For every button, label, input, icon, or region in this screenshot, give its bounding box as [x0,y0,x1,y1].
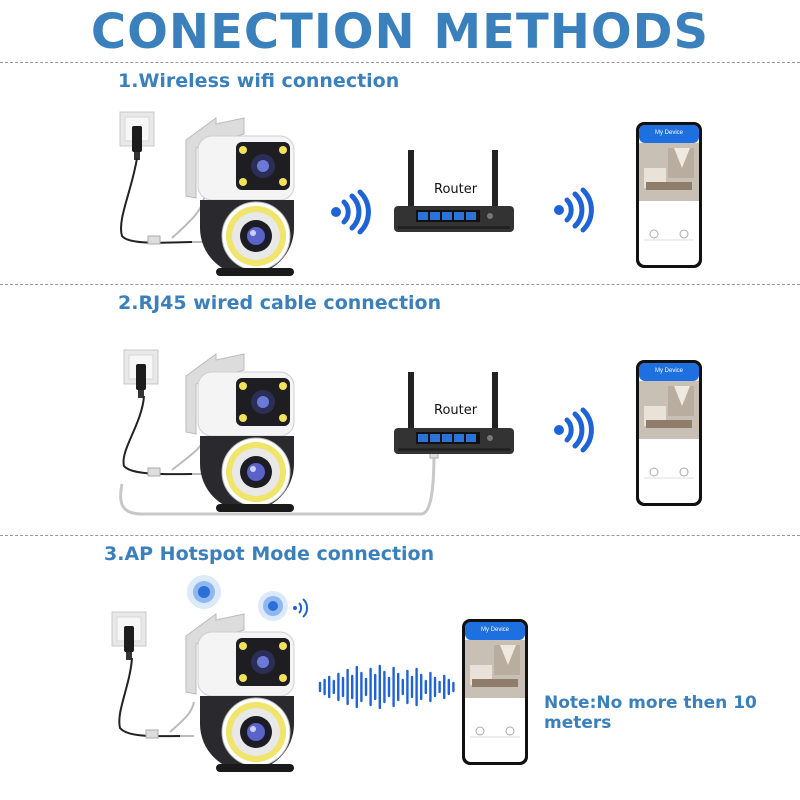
router-label: Router [434,182,478,197]
sound-wave-icon [318,664,455,710]
camera-icon [185,117,295,277]
divider [0,535,800,536]
section-3-label: 3.AP Hotspot Mode connection [104,543,435,565]
wifi-signal-icon [553,410,593,454]
camera-icon [185,353,295,513]
divider [0,62,800,63]
wifi-signal-icon [553,190,593,234]
section-1-label: 1.Wireless wifi connection [118,70,400,92]
distance-note: Note:No more then 10 meters [544,693,757,733]
wifi-signal-icon [330,192,370,236]
phone-app-title: My Device [480,627,509,633]
phone-app-title: My Device [654,368,683,374]
power-cable [118,657,195,739]
phone-icon [461,618,529,766]
phone-app-title: My Device [654,130,683,136]
phone-icon [635,359,703,507]
phone-icon [635,121,703,269]
hotspot-icon [187,575,221,609]
hotspot-icon [258,591,309,621]
section-2-label: 2.RJ45 wired cable connection [118,292,442,314]
camera-icon [185,613,295,773]
divider [0,284,800,285]
router-label: Router [434,403,478,418]
page-title: CONECTION METHODS [90,4,710,60]
